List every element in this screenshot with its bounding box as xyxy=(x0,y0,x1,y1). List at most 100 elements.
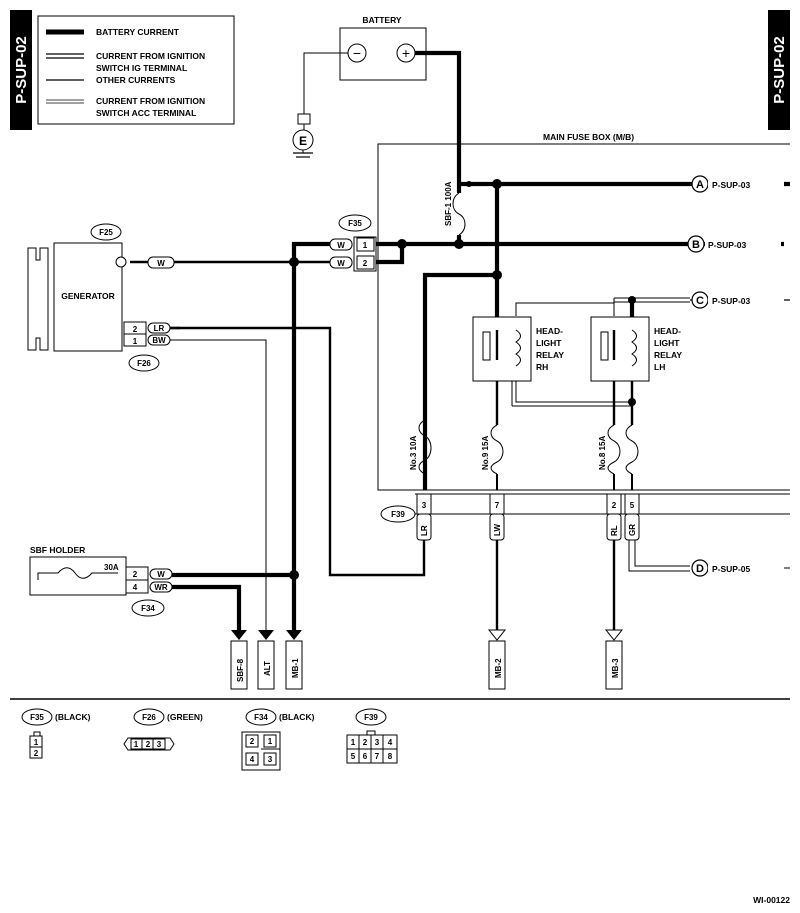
generator: GENERATOR F25 2 1 F26 xyxy=(27,223,160,372)
f25-tag: F25 xyxy=(99,228,113,237)
connector-view-f35: F35 (BLACK) 1 2 xyxy=(21,708,91,759)
battery-positive-wire xyxy=(415,50,462,175)
battery-label: BATTERY xyxy=(362,15,402,25)
cv-f26-pin3: 3 xyxy=(157,740,162,749)
cv-f34-pin4: 4 xyxy=(250,755,255,764)
cv-f39-pin7: 7 xyxy=(375,752,380,761)
side-tab-right: P-SUP-02 xyxy=(768,10,790,130)
legend-acc-line1: CURRENT FROM IGNITION xyxy=(96,96,205,106)
fuse-no8-label: No.8 15A xyxy=(598,436,607,470)
sbf8-wire xyxy=(172,584,242,630)
f34-pin2: 2 xyxy=(133,570,138,579)
cv-f39-pin4: 4 xyxy=(388,738,393,747)
f39-pin7: 7 xyxy=(495,501,500,510)
ground-label: E xyxy=(299,134,307,148)
ref-c-target: P-SUP-03 xyxy=(712,296,751,306)
f39-pin2: 2 xyxy=(612,501,617,510)
main-fuse-box-outline xyxy=(377,143,790,491)
cv-f26-color: (GREEN) xyxy=(167,712,203,722)
relay-rh-line2: LIGHT xyxy=(536,338,562,348)
cv-f26-pin1: 1 xyxy=(134,740,139,749)
cv-f26-pin2: 2 xyxy=(146,740,151,749)
wire-gr-f39: GR xyxy=(628,524,637,536)
f34-pin4: 4 xyxy=(133,583,138,592)
lr-wire xyxy=(152,326,426,577)
fuse-sbf1-label: SBF-1 100A xyxy=(444,181,453,226)
wire-w-gen-tag xyxy=(147,256,175,269)
terminal-alt: ALT xyxy=(257,630,275,690)
terminal-mb2-label: MB-2 xyxy=(494,658,503,678)
battery: BATTERY − + xyxy=(339,15,427,81)
f39-pin5: 5 xyxy=(630,501,635,510)
relay-lh-line4: LH xyxy=(654,362,665,372)
headlight-relay-lh: HEAD- LIGHT RELAY LH xyxy=(590,316,682,382)
mb1-wire xyxy=(291,241,330,630)
relay-coil-link xyxy=(515,381,632,403)
legend-acc-line2: SWITCH ACC TERMINAL xyxy=(96,108,196,118)
ref-c-letter: C xyxy=(696,295,704,307)
wire-w-sbf: W xyxy=(157,570,165,579)
terminal-mb3: MB-3 xyxy=(604,629,624,690)
wire-bw-gen: BW xyxy=(152,336,166,345)
f26-tag: F26 xyxy=(137,359,151,368)
main-fuse-box-label: MAIN FUSE BOX (M/B) xyxy=(543,132,634,142)
relay-lh-line2: LIGHT xyxy=(654,338,680,348)
wire-lr-f39: LR xyxy=(420,525,429,536)
wire-lr-gen: LR xyxy=(154,324,165,333)
wire-lw-f39: LW xyxy=(493,524,502,536)
bus-d2 xyxy=(634,540,690,567)
relay-lh-line1: HEAD- xyxy=(654,326,681,336)
relay-lh-line3: RELAY xyxy=(654,350,682,360)
relay-rh-line4: RH xyxy=(536,362,548,372)
reference-d: D P-SUP-05 xyxy=(691,559,790,577)
terminal-mb2: MB-2 xyxy=(487,629,507,690)
cv-f34-pin1: 1 xyxy=(268,737,273,746)
wire-rl-f39: RL xyxy=(610,525,619,536)
fuse-no3-label: No.3 10A xyxy=(409,436,418,470)
cv-f35-pin1: 1 xyxy=(34,738,39,747)
battery-plus-icon: + xyxy=(402,45,410,61)
reference-b: B P-SUP-03 xyxy=(684,235,784,253)
fuse-no9-label: No.9 15A xyxy=(481,436,490,470)
f35-tag: F35 xyxy=(348,219,362,228)
connector-view-f26: F26 (GREEN) 1 2 3 xyxy=(123,708,203,751)
cv-f39-pin2: 2 xyxy=(363,738,368,747)
side-tab-right-text: P-SUP-02 xyxy=(771,36,788,104)
ref-b-target: P-SUP-03 xyxy=(708,240,747,250)
wire-wr-sbf: WR xyxy=(154,583,168,592)
f39-wire-labels: LR LW RL GR xyxy=(416,513,640,541)
bus-d xyxy=(628,540,690,572)
side-tab-left-text: P-SUP-02 xyxy=(13,36,30,104)
terminal-mb1-label: MB-1 xyxy=(291,658,300,678)
cv-f34-pin2: 2 xyxy=(250,737,255,746)
wire-w-f35-1: W xyxy=(337,241,345,250)
connector-view-f34: F34 (BLACK) 2 1 4 3 xyxy=(241,708,315,771)
reference-c: C P-SUP-03 xyxy=(690,291,790,309)
wire-w-f35-2: W xyxy=(337,259,345,268)
ref-d-target: P-SUP-05 xyxy=(712,564,751,574)
relay-rh-line3: RELAY xyxy=(536,350,564,360)
fuse-no3: No.3 10A xyxy=(409,419,432,475)
terminal-sbf8: SBF-8 xyxy=(230,630,248,690)
wire-w-gen: W xyxy=(157,259,165,268)
cv-f34-color: (BLACK) xyxy=(279,712,315,722)
legend-other: OTHER CURRENTS xyxy=(96,75,176,85)
legend-ig-line1: CURRENT FROM IGNITION xyxy=(96,51,205,61)
f35-pin2: 2 xyxy=(363,259,368,268)
fuse-no9: No.9 15A xyxy=(481,424,504,475)
no3-feed-wire xyxy=(422,272,500,490)
generator-label: GENERATOR xyxy=(61,291,115,301)
drawing-id: WI-00122 xyxy=(753,895,790,905)
f34-tag: F34 xyxy=(141,604,155,613)
cv-f34-pin3: 3 xyxy=(268,755,273,764)
cv-f39-pin6: 6 xyxy=(363,752,368,761)
headlight-relay-rh: HEAD- LIGHT RELAY RH xyxy=(472,316,564,382)
sbf-holder: SBF HOLDER 30A 2 4 W WR F34 xyxy=(29,545,173,617)
sbf-rating: 30A xyxy=(104,563,119,572)
connector-f35: F35 1 2 W W xyxy=(329,214,377,272)
generator-pin2: 2 xyxy=(133,325,138,334)
fuse-no8: No.8 15A xyxy=(598,424,639,475)
generator-pin1: 1 xyxy=(133,337,138,346)
battery-minus-icon: − xyxy=(353,45,361,61)
legend-ig-line2: SWITCH IG TERMINAL xyxy=(96,63,187,73)
